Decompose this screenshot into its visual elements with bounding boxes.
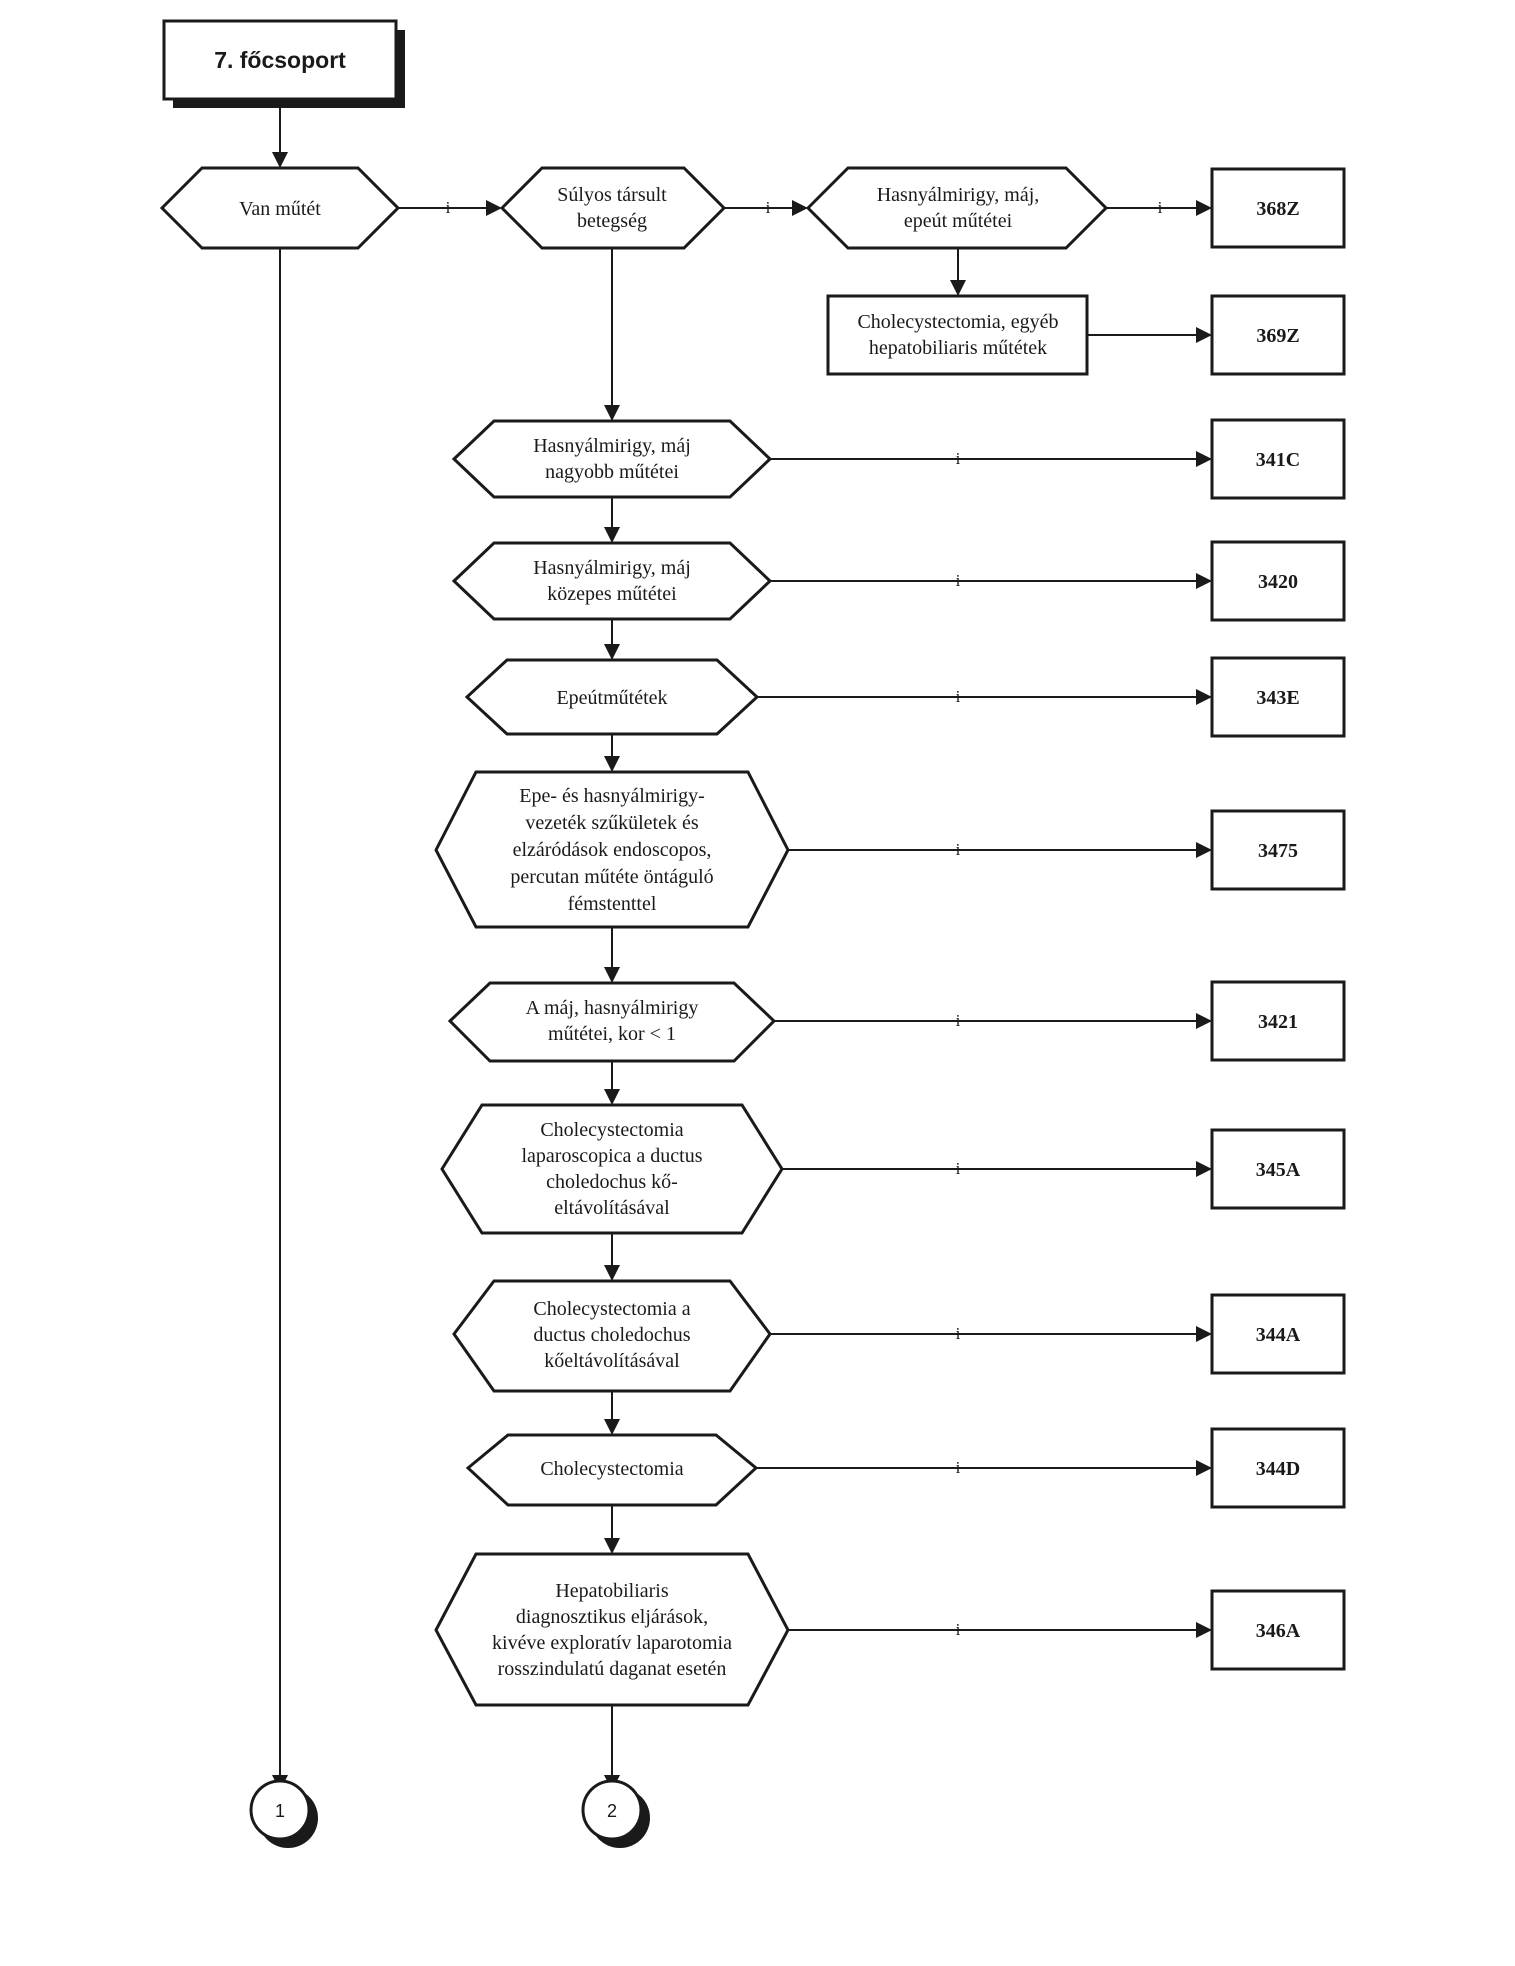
yes-label: i	[956, 1159, 961, 1178]
decision-hasny-maj-epe-line-2: epeút műtétei	[904, 210, 1013, 232]
yes-label: i	[766, 198, 771, 217]
yes-label: i	[1158, 198, 1163, 217]
decision-hasny-maj-epe-line-1: Hasnyálmirigy, máj,	[877, 184, 1040, 206]
decision-stent-line-5: fémstenttel	[568, 893, 657, 915]
connector-2-label: 2	[607, 1801, 617, 1821]
decision-van-mutet: Van műtét	[159, 166, 401, 250]
code-box-343E: 343E	[1210, 656, 1346, 738]
title-text: 7. főcsoport	[214, 47, 346, 73]
decision-sulyos: Súlyos társult betegség	[499, 166, 727, 250]
decision-hepato-line-1: Hepatobiliaris	[555, 1580, 669, 1602]
yes-label: i	[956, 571, 961, 590]
code-341C: 341C	[1256, 449, 1300, 471]
decision-kozepes-line-1: Hasnyálmirigy, máj	[533, 557, 691, 579]
code-box-369Z: 369Z	[1210, 294, 1346, 376]
code-box-346A: 346A	[1210, 1589, 1346, 1671]
decision-epeut: Epeútműtétek	[464, 658, 760, 736]
decision-hepato-line-2: diagnosztikus eljárások,	[516, 1606, 708, 1628]
yes-label: i	[956, 687, 961, 706]
decision-chol-ductus-line-1: Cholecystectomia a	[533, 1298, 690, 1320]
decision-stent-line-1: Epe- és hasnyálmirigy-	[519, 785, 705, 807]
code-3420: 3420	[1258, 571, 1298, 593]
yes-label: i	[446, 198, 451, 217]
code-box-344A: 344A	[1210, 1293, 1346, 1375]
decision-kor-line-1: A máj, hasnyálmirigy	[526, 997, 699, 1019]
decision-hepato: Hepatobiliaris diagnosztikus eljárások, …	[434, 1552, 790, 1707]
code-box-3475: 3475	[1210, 809, 1346, 891]
decision-nagyobb: Hasnyálmirigy, máj nagyobb műtétei	[451, 419, 773, 499]
decision-kor: A máj, hasnyálmirigy műtétei, kor < 1	[447, 981, 777, 1063]
decision-sulyos-line-1: Súlyos társult	[557, 184, 667, 206]
yes-label: i	[956, 1324, 961, 1343]
decision-stent-line-3: elzáródások endoscopos,	[513, 839, 712, 861]
yes-label: i	[956, 840, 961, 859]
decision-nagyobb-line-2: nagyobb műtétei	[545, 461, 679, 483]
code-346A: 346A	[1256, 1620, 1301, 1642]
yes-label: i	[956, 1011, 961, 1030]
decision-kozepes-line-2: közepes műtétei	[547, 583, 677, 605]
code-box-3420: 3420	[1210, 540, 1346, 622]
decision-hasny-maj-epe: Hasnyálmirigy, máj, epeút műtétei	[805, 166, 1109, 250]
decision-sulyos-line-2: betegség	[577, 210, 647, 232]
decision-chol-ductus-line-2: ductus choledochus	[533, 1324, 690, 1346]
decision-stent: Epe- és hasnyálmirigy- vezeték szűkülete…	[434, 770, 790, 929]
code-3475: 3475	[1258, 840, 1298, 862]
decision-van-mutet-line-1: Van műtét	[239, 198, 321, 220]
process-chol-egyeb: Cholecystectomia, egyéb hepatobiliaris m…	[826, 294, 1089, 376]
code-box-3421: 3421	[1210, 980, 1346, 1062]
decision-chol: Cholecystectomia	[465, 1433, 759, 1507]
decision-lap-line-4: eltávolításával	[554, 1197, 670, 1219]
connector-1-label: 1	[275, 1801, 285, 1821]
code-345A: 345A	[1256, 1159, 1301, 1181]
decision-nagyobb-line-1: Hasnyálmirigy, máj	[533, 435, 691, 457]
decision-stent-line-2: vezeték szűkületek és	[525, 812, 698, 834]
decision-epeut-line-1: Epeútműtétek	[556, 687, 667, 709]
connector-2: 2	[581, 1779, 650, 1848]
decision-hepato-line-3: kivéve exploratív laparotomia	[492, 1632, 732, 1654]
yes-label: i	[956, 1458, 961, 1477]
code-box-344D: 344D	[1210, 1427, 1346, 1509]
code-3421: 3421	[1258, 1011, 1298, 1033]
decision-chol-ductus-line-3: kőeltávolításával	[544, 1350, 680, 1372]
process-chol-egyeb-line-1: Cholecystectomia, egyéb	[857, 311, 1058, 333]
code-343E: 343E	[1256, 687, 1299, 709]
decision-kor-line-2: műtétei, kor < 1	[548, 1023, 676, 1045]
decision-lap-line-3: choledochus kő-	[546, 1171, 678, 1193]
code-box-368Z: 368Z	[1210, 167, 1346, 249]
yes-label: i	[956, 1620, 961, 1639]
code-368Z: 368Z	[1256, 198, 1299, 220]
decision-chol-line-1: Cholecystectomia	[540, 1458, 683, 1480]
code-box-341C: 341C	[1210, 418, 1346, 500]
yes-label: i	[956, 449, 961, 468]
code-344D: 344D	[1256, 1458, 1300, 1480]
edges	[272, 99, 1212, 1791]
code-369Z: 369Z	[1256, 325, 1299, 347]
yes-labels: i i i i i i i i i i i i	[446, 198, 1163, 1639]
decision-lap: Cholecystectomia laparoscopica a ductus …	[440, 1103, 784, 1235]
decision-kozepes: Hasnyálmirigy, máj közepes műtétei	[451, 541, 773, 621]
process-chol-egyeb-line-2: hepatobiliaris műtétek	[869, 337, 1047, 359]
decision-hepato-line-4: rosszindulatú daganat esetén	[498, 1658, 727, 1680]
title-box: 7. főcsoport	[162, 19, 405, 108]
decision-lap-line-1: Cholecystectomia	[540, 1119, 683, 1141]
connector-1: 1	[249, 1779, 318, 1848]
code-boxes: 368Z 369Z 341C 3420 343E 3475 3421 345A	[1210, 167, 1346, 1671]
code-344A: 344A	[1256, 1324, 1301, 1346]
decision-chol-ductus: Cholecystectomia a ductus choledochus kő…	[452, 1279, 772, 1393]
decision-stent-line-4: percutan műtéte öntáguló	[510, 866, 713, 888]
decision-lap-line-2: laparoscopica a ductus	[521, 1145, 702, 1167]
code-box-345A: 345A	[1210, 1128, 1346, 1210]
